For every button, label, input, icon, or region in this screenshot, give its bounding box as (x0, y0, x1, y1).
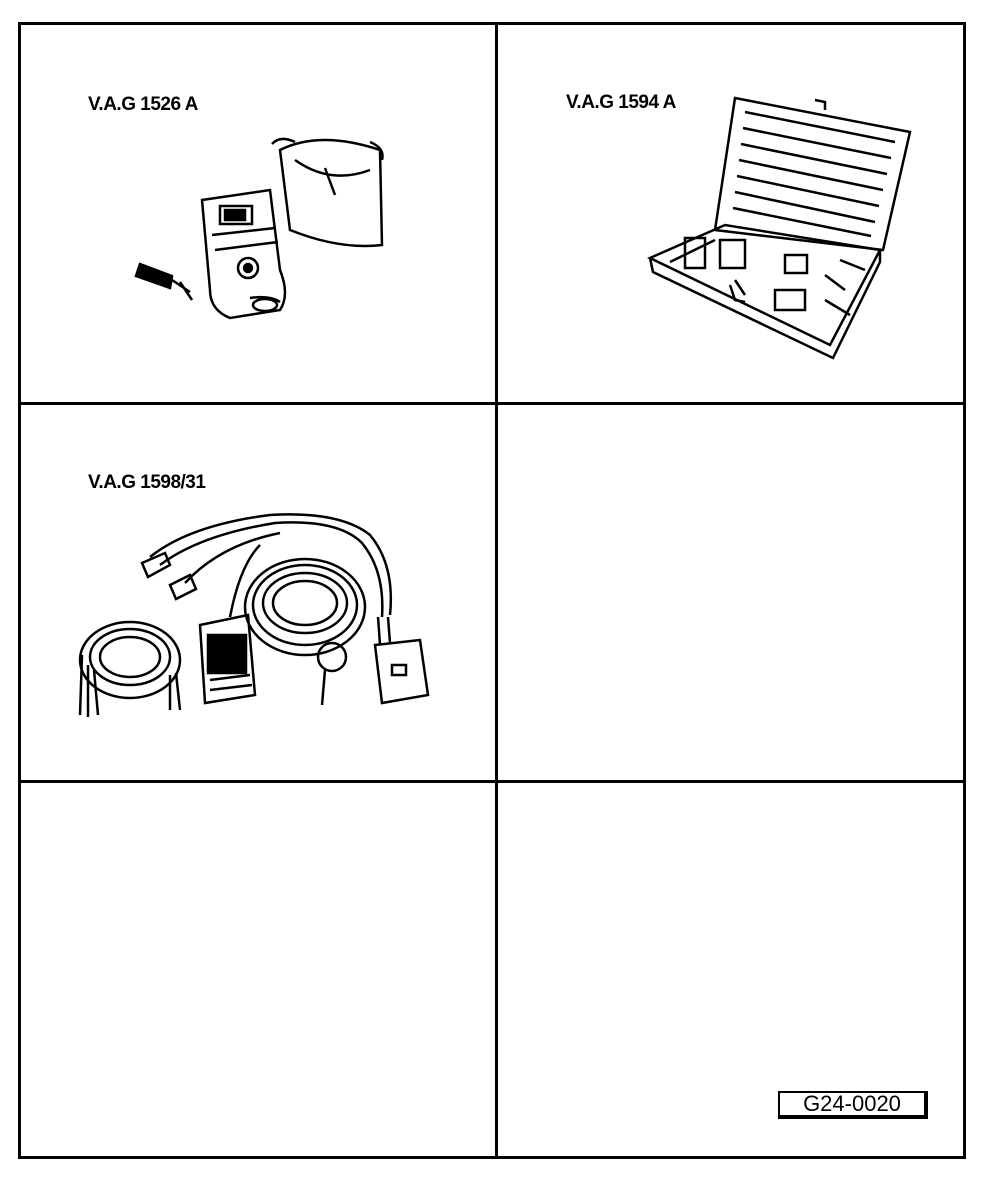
grid-divider-row-2 (21, 780, 963, 783)
test-box-cables-icon (78, 513, 430, 717)
adapter-case-icon (647, 96, 912, 360)
grid-divider-row-1 (21, 402, 963, 405)
tool-label-vag-1526a: V.A.G 1526 A (88, 94, 198, 115)
tool-label-vag-1594a: V.A.G 1594 A (566, 92, 676, 113)
tool-grid (18, 22, 966, 1159)
figure-code-box: G24-0020 (778, 1091, 928, 1119)
empty-cell-4 (495, 402, 965, 777)
multimeter-with-bag-icon (134, 137, 384, 320)
empty-cell-5 (21, 780, 492, 1156)
grid-divider-vertical (495, 25, 498, 1156)
tool-label-vag-1598-31: V.A.G 1598/31 (88, 472, 206, 493)
